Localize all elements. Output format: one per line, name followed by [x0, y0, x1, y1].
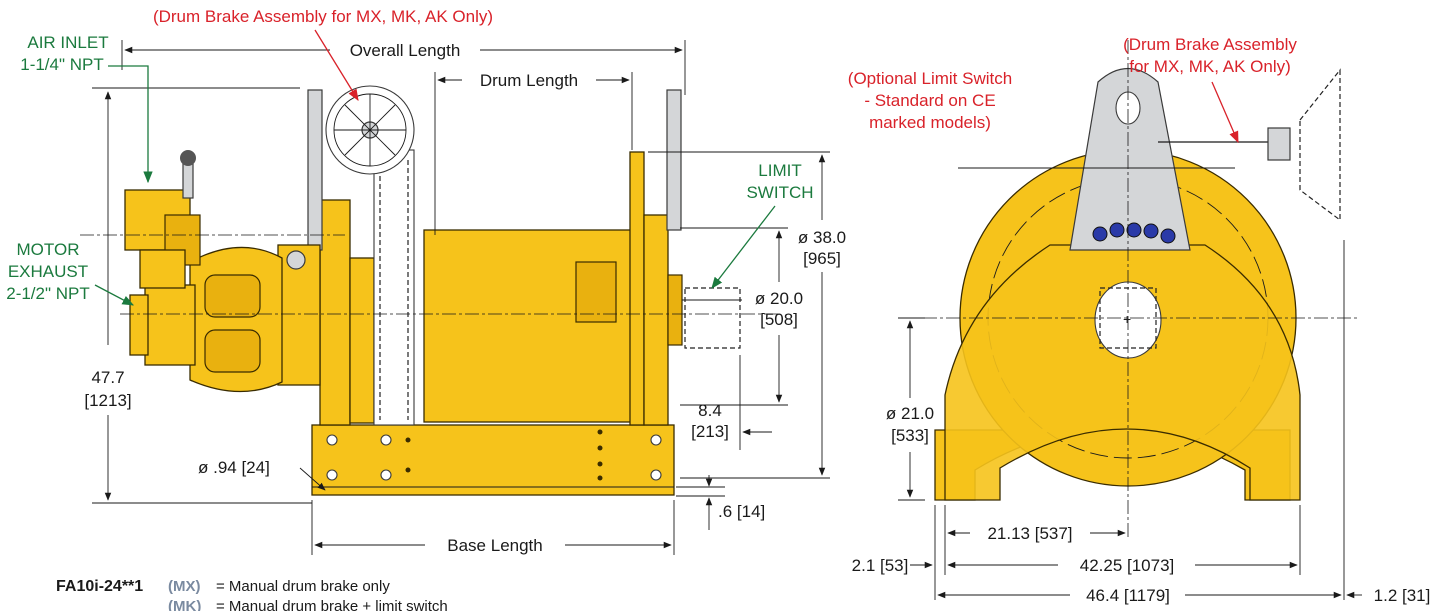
base-plate [311, 424, 675, 496]
dia-21: ø 21.0 [886, 404, 934, 423]
limit-optional-callout: (Optional Limit Switch [848, 69, 1012, 88]
brake-handwheel-end [1299, 68, 1341, 222]
lug-bolts [1092, 222, 1176, 244]
span-dim: 42.25 [1073] [1080, 556, 1175, 575]
right-lifting-post [666, 89, 682, 231]
limit-switch [684, 287, 741, 349]
half-span-dim: 21.13 [537] [987, 524, 1072, 543]
drum-barrel [423, 229, 635, 423]
air-motor [129, 244, 321, 393]
drum-length-label: Drum Length [480, 71, 578, 90]
dia-21-mm: [533] [891, 426, 929, 445]
hole-dim: ø .94 [24] [198, 458, 270, 477]
control-valve [124, 150, 201, 289]
left-upright [319, 199, 351, 426]
limit-switch-label-2: SWITCH [746, 183, 813, 202]
end-view: + ø 21.0 [533] 21.13 [537] 42.25 [1073] … [848, 35, 1431, 605]
model-code: FA10i-24**1 [56, 578, 144, 595]
brake-band [373, 149, 415, 426]
model-legend: FA10i-24**1 (MX) = Manual drum brake onl… [56, 578, 756, 611]
dia-20: ø 20.0 [755, 289, 803, 308]
base-length-label: Base Length [447, 536, 542, 555]
limit-optional-callout-3: marked models) [869, 113, 991, 132]
dia-38: ø 38.0 [798, 228, 846, 247]
right-edge-dim: 1.2 [31] [1374, 586, 1431, 605]
overall-length-label: Overall Length [350, 41, 461, 60]
offset-dim: 8.4 [698, 401, 722, 420]
brake-callout-right-2: for MX, MK, AK Only) [1129, 57, 1291, 76]
option-desc-mx: = Manual drum brake only [216, 578, 390, 595]
brake-handwheel [325, 85, 415, 175]
motor-exhaust-label: MOTOR [17, 240, 80, 259]
brake-callout-left: (Drum Brake Assembly for MX, MK, AK Only… [153, 7, 493, 26]
base-bolt-holes [326, 429, 662, 481]
option-desc-mk: = Manual drum brake + limit switch [216, 598, 448, 611]
left-lifting-post [307, 89, 323, 251]
brake-callout-right: (Drum Brake Assembly [1123, 35, 1297, 54]
limit-switch-label: LIMIT [758, 161, 801, 180]
dia-20-mm: [508] [760, 310, 798, 329]
thickness-dim: .6 [14] [718, 502, 765, 521]
svg-text:+: + [1123, 311, 1131, 327]
option-code-mx: (MX) [168, 578, 201, 595]
width-dim: 46.4 [1179] [1086, 586, 1170, 605]
motor-exhaust-size: 2-1/2" NPT [6, 284, 90, 303]
lifting-lug [1069, 68, 1191, 251]
offset-dim-mm: [213] [691, 422, 729, 441]
option-code-mk: (MK) [168, 598, 202, 611]
motor-exhaust-label-2: EXHAUST [8, 262, 88, 281]
air-inlet-label: AIR INLET [27, 33, 108, 52]
drum-flange-right [629, 151, 645, 426]
height-dim: 47.7 [91, 368, 124, 387]
limit-optional-callout-2: - Standard on CE [864, 91, 995, 110]
height-dim-mm: [1213] [84, 391, 131, 410]
left-edge-dim: 2.1 [53] [852, 556, 909, 575]
side-view: Overall Length Drum Length Base Length 4… [6, 7, 846, 555]
dia-38-mm: [965] [803, 249, 841, 268]
air-inlet-size: 1-1/4" NPT [20, 55, 104, 74]
